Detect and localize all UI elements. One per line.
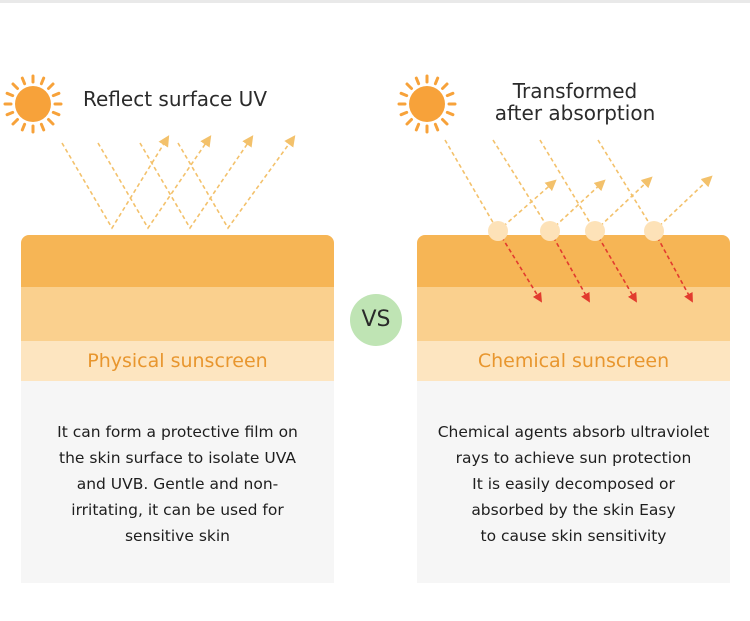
- uv-ray-arrow-icon: [653, 230, 693, 303]
- chemical-sunscreen-panel: Chemical sunscreen Chemical agents absor…: [417, 235, 730, 583]
- uv-ray-arrow-icon: [653, 175, 713, 232]
- uv-ray-arrow-icon: [61, 135, 170, 230]
- uv-ray-arrow-icon: [177, 135, 296, 230]
- uv-ray-line: [597, 139, 655, 232]
- description-line: and UVB. Gentle and non-: [76, 475, 279, 493]
- description-line: irritating, it can be used for: [71, 501, 284, 519]
- skin-layer-top: [417, 235, 730, 287]
- uv-ray-arrow-icon: [594, 230, 637, 303]
- absorber-particle-icon: [644, 221, 664, 241]
- skin-layer-middle: [21, 287, 334, 341]
- uv-ray-line: [444, 139, 499, 232]
- description-line: the skin surface to isolate UVA: [59, 449, 296, 467]
- chemical-heading-line: Transformed: [512, 79, 638, 103]
- sun-icon: [397, 74, 457, 134]
- absorber-particle-icon: [585, 221, 605, 241]
- uv-ray-arrow-icon: [497, 230, 543, 303]
- description-line: It is easily decomposed or: [472, 475, 675, 493]
- uv-ray-arrow-icon: [97, 135, 212, 230]
- chemical-heading: Transformed after absorption: [470, 80, 680, 124]
- penetrating-rays: [497, 230, 693, 303]
- absorber-particles: [488, 221, 664, 241]
- uv-ray-arrow-icon: [594, 176, 653, 232]
- uv-ray-line: [539, 139, 596, 232]
- reflected-rays: [61, 135, 296, 230]
- absorber-particle-icon: [540, 221, 560, 241]
- absorber-particle-icon: [488, 221, 508, 241]
- sun-icon: [3, 74, 63, 134]
- skin-layer-top: [21, 235, 334, 287]
- physical-heading: Reflect surface UV: [83, 87, 267, 111]
- chemical-description: Chemical agents absorb ultraviolet rays …: [417, 381, 730, 583]
- description-line: absorbed by the skin Easy: [471, 501, 676, 519]
- description-line: sensitive skin: [124, 527, 231, 545]
- chemical-heading-line: after absorption: [494, 101, 656, 125]
- uv-ray-arrow-icon: [549, 179, 606, 232]
- description-line: It can form a protective film on: [57, 423, 298, 441]
- uv-ray-line: [492, 139, 551, 232]
- uv-ray-arrow-icon: [139, 135, 254, 230]
- chemical-sunscreen-label: Chemical sunscreen: [417, 341, 730, 381]
- description-line: rays to achieve sun protection: [455, 449, 692, 467]
- physical-sunscreen-panel: Physical sunscreen It can form a protect…: [21, 235, 334, 583]
- description-line: to cause skin sensitivity: [480, 527, 667, 545]
- top-border: [0, 0, 750, 3]
- skin-layer-middle: [417, 287, 730, 341]
- physical-description: It can form a protective film on the ski…: [21, 381, 334, 583]
- vs-badge: VS: [350, 294, 402, 346]
- description-line: Chemical agents absorb ultraviolet: [437, 423, 710, 441]
- physical-sunscreen-label: Physical sunscreen: [21, 341, 334, 381]
- uv-ray-arrow-icon: [497, 179, 557, 232]
- incoming-rays: [444, 139, 655, 232]
- transformed-rays: [497, 175, 713, 232]
- uv-ray-arrow-icon: [549, 230, 590, 303]
